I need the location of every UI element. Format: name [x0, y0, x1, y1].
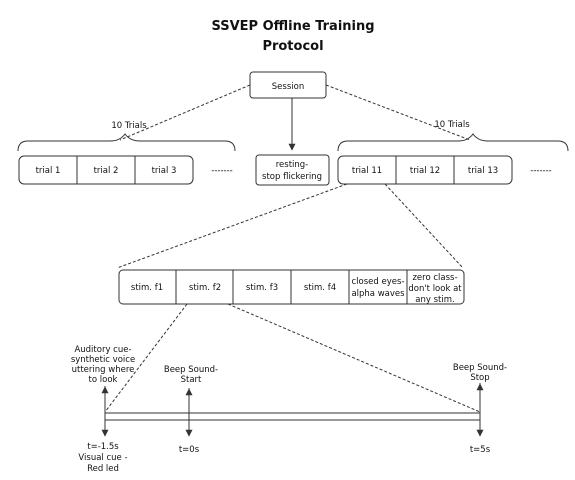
trial-1-label: trial 1 [36, 166, 61, 176]
beep-stop-line-1: Beep Sound- [453, 363, 507, 373]
stim-f2-label: stim. f2 [189, 283, 221, 293]
auditory-cue-line-2: synthetic voice [71, 355, 135, 365]
visual-cue-line-1: Visual cue - [78, 453, 127, 463]
stim-f3-label: stim. f3 [246, 283, 278, 293]
session-to-left-group-line [119, 84, 251, 141]
auditory-cue-line-3: uttering where [72, 365, 135, 375]
trial-12-label: trial 12 [410, 166, 440, 176]
stim-f4-label: stim. f4 [304, 283, 336, 293]
trial-13-label: trial 13 [468, 166, 498, 176]
resting-label-line-1: resting- [276, 160, 309, 170]
resting-box [255, 154, 330, 186]
right-trials-row [337, 155, 513, 185]
left-group-brace [17, 133, 236, 152]
right-ellipsis: ------- [530, 166, 551, 176]
t0-label: t=0s [179, 445, 200, 455]
session-to-right-group-line [325, 84, 471, 141]
trial-11-expand-right-line [384, 183, 464, 269]
stim-f1-label: stim. f1 [131, 283, 163, 293]
left-ellipsis: ------- [211, 166, 232, 176]
right-group-label: 10 Trials [434, 120, 470, 130]
auditory-cue-line-1: Auditory cue- [74, 345, 131, 355]
trial-2-label: trial 2 [94, 166, 119, 176]
diagram-title-line-2: Protocol [262, 39, 323, 54]
beep-stop-line-2: Stop [470, 373, 489, 383]
diagram-title-line-1: SSVEP Offline Training [211, 19, 374, 34]
trial-11-expand-left-line [116, 183, 348, 269]
stim-f2-expand-right-line [227, 303, 481, 413]
beep-start-line-2: Start [181, 375, 202, 385]
auditory-cue-line-4: to look [89, 375, 118, 385]
zero-class-label-line-3: any stim. [415, 295, 454, 305]
closed-eyes-label-line-1: closed eyes- [352, 277, 405, 287]
resting-label-line-2: stop flickering [262, 172, 322, 182]
visual-cue-line-2: Red led [87, 464, 119, 474]
session-label: Session [272, 82, 304, 92]
timeline-bar [104, 412, 481, 421]
closed-eyes-label-line-2: alpha waves [351, 289, 405, 299]
trial-11-label: trial 11 [352, 166, 382, 176]
zero-class-label-line-2: don't look at [408, 284, 462, 294]
left-group-label: 10 Trials [111, 121, 147, 131]
trial-3-label: trial 3 [152, 166, 177, 176]
t-cue-label: t=-1.5s [87, 442, 119, 452]
beep-start-line-1: Beep Sound- [164, 365, 218, 375]
zero-class-label-line-1: zero class- [412, 273, 457, 283]
right-group-brace [337, 133, 569, 152]
left-trials-row [18, 155, 194, 185]
t5-label: t=5s [470, 445, 491, 455]
stim-f2-expand-left-line [104, 303, 188, 413]
